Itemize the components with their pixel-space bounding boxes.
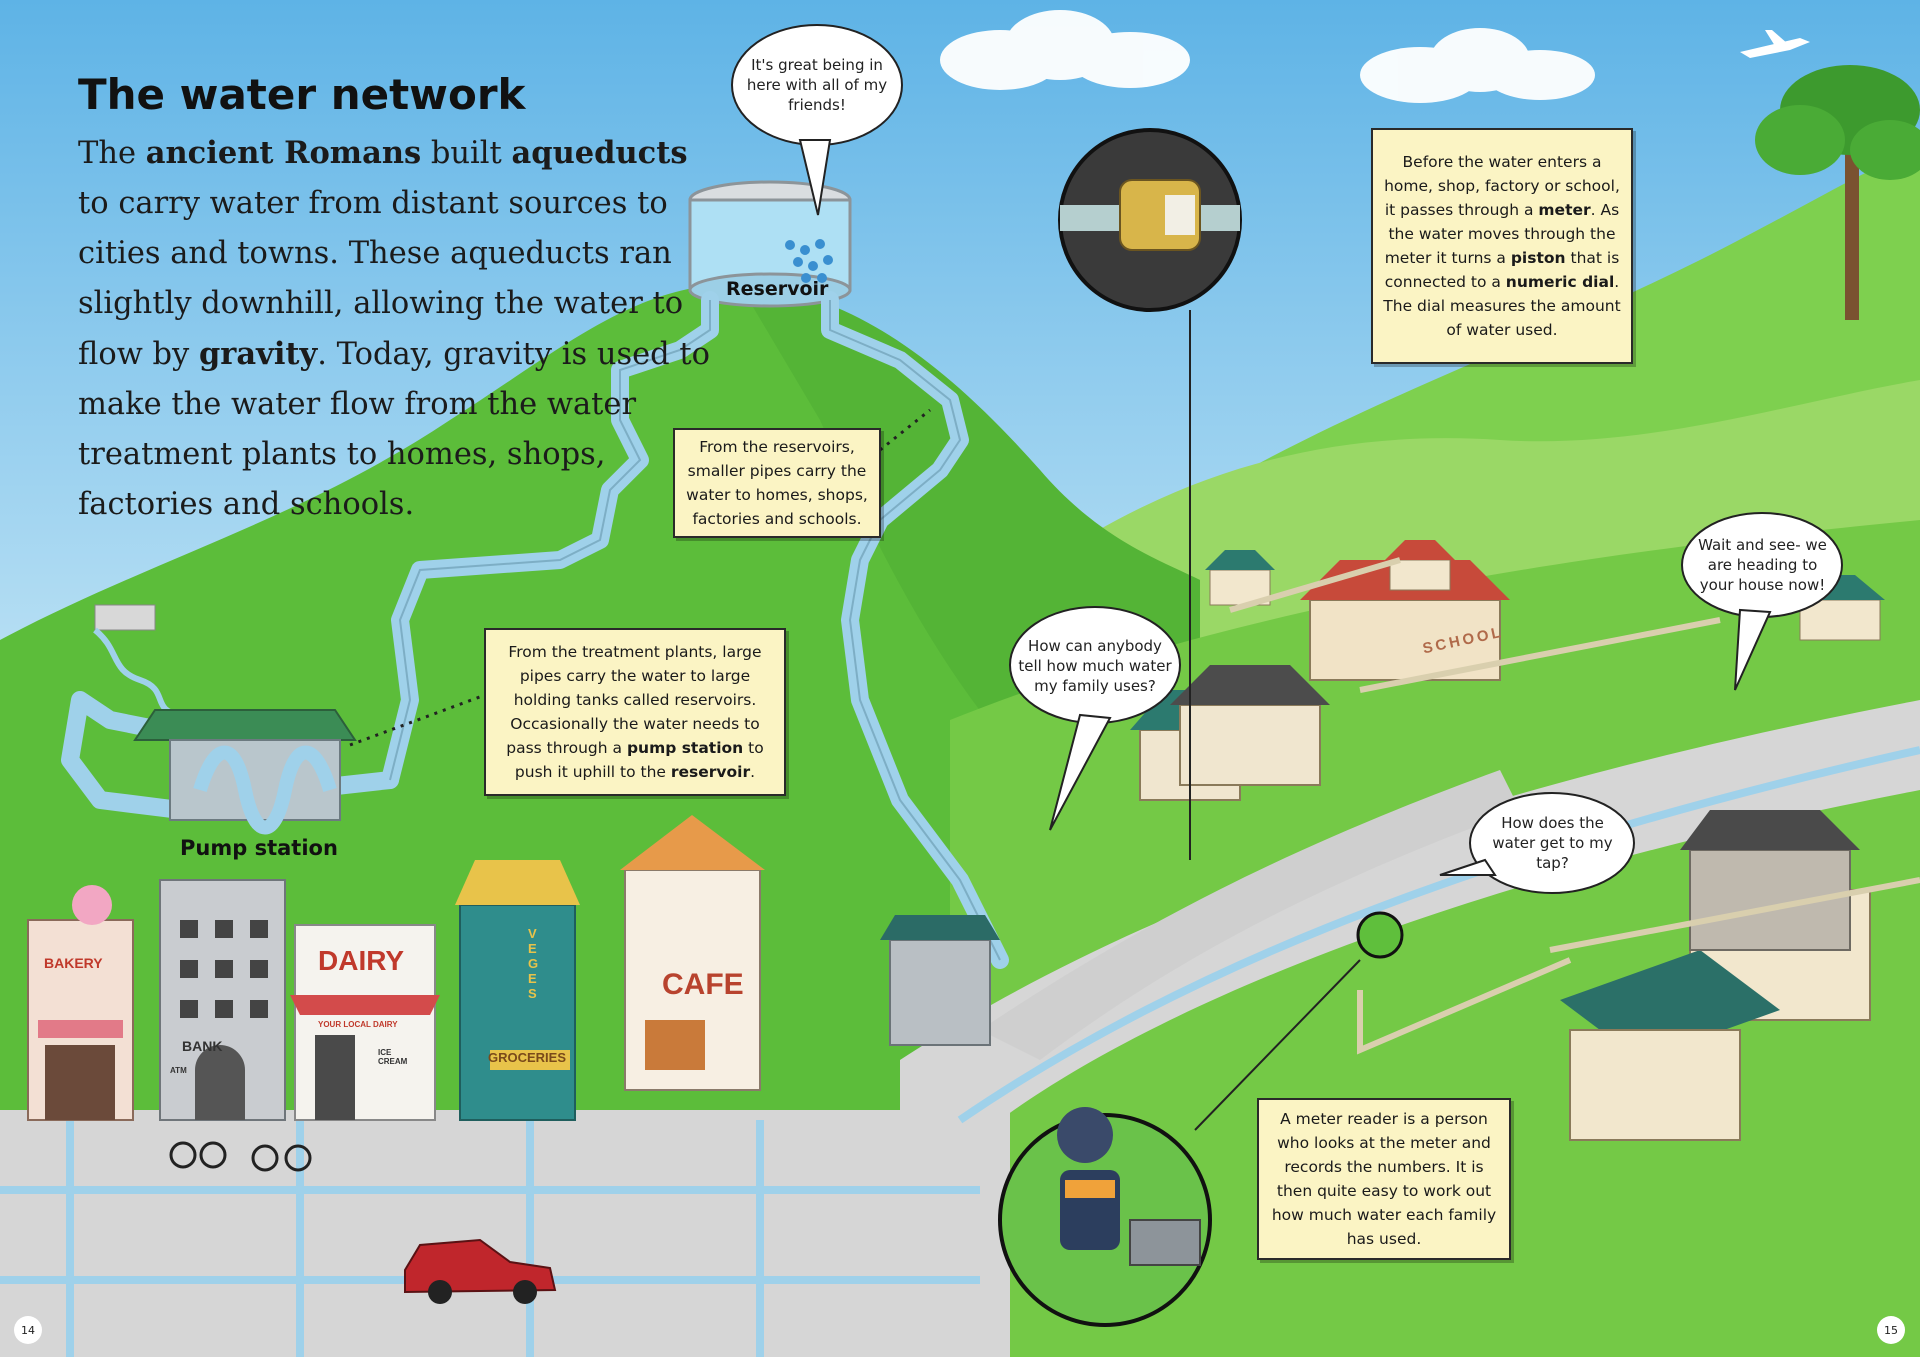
bubble-friends: It's great being in here with all of my … xyxy=(746,56,888,114)
intro-bold-gravity: gravity xyxy=(198,336,318,372)
pump-station-label: Pump station xyxy=(180,836,338,860)
sign-ice-cream: ICE CREAM xyxy=(378,1048,408,1066)
info-box-reservoirs: From the reservoirs, smaller pipes carry… xyxy=(673,428,881,538)
airplane-icon xyxy=(1740,30,1810,58)
bubble-shapes xyxy=(731,24,1843,894)
reservoir-tank xyxy=(688,180,852,308)
intro-text-4: . Today, gravity is used to make the wat… xyxy=(78,337,710,522)
meter-text-3: that is connected to a xyxy=(1384,249,1620,291)
reservoir-label: Reservoir xyxy=(726,278,829,300)
info-box-meter: Before the water enters a home, shop, fa… xyxy=(1371,128,1633,364)
meter-bold-numeric-dial: numeric dial xyxy=(1505,273,1615,291)
treatment-plant xyxy=(93,604,181,718)
sign-bank: BANK xyxy=(182,1038,223,1054)
sign-groceries: GROCERIES xyxy=(488,1050,567,1065)
tree xyxy=(1755,65,1920,320)
meter-text-4: . The dial measures the amount of water … xyxy=(1383,273,1621,339)
treatment-bold-reservoir: reservoir xyxy=(670,763,751,781)
treatment-text-2: to push it uphill to the xyxy=(514,739,764,781)
leader-lines xyxy=(349,408,931,747)
sign-dairy: DAIRY xyxy=(318,945,405,976)
treatment-text-1: From the treatment plants, large pipes c… xyxy=(506,643,762,757)
intro-paragraph: The ancient Romans built aqueducts to ca… xyxy=(78,128,718,530)
car xyxy=(404,1238,557,1304)
intro-text-1: The xyxy=(78,136,146,171)
bubble-wait-and-see: Wait and see- we are heading to your hou… xyxy=(1698,536,1827,594)
treatment-text-3: . xyxy=(750,763,756,781)
sign-bakery: BAKERY xyxy=(44,955,103,971)
intro-bold-ancient-romans: ancient Romans xyxy=(145,135,422,171)
bubble-how-does: How does the water get to my tap? xyxy=(1492,814,1613,872)
road-diag xyxy=(980,770,1520,1060)
pump-station xyxy=(133,709,357,835)
meter-text-1: Before the water enters a home, shop, fa… xyxy=(1384,153,1620,219)
meter-bold-meter: meter xyxy=(1538,201,1591,219)
cyclists xyxy=(169,1141,312,1172)
page-number-right: 15 xyxy=(1877,1316,1905,1344)
treatment-bold-pump-station: pump station xyxy=(626,739,744,757)
meter-magnifier xyxy=(1058,128,1242,860)
sign-atm: ATM xyxy=(170,1066,187,1075)
shops xyxy=(27,815,1000,1121)
info-box-meter-reader: A meter reader is a person who looks at … xyxy=(1257,1098,1511,1260)
meter-text-2: . As the water moves through the meter i… xyxy=(1384,201,1620,267)
sign-cafe: CAFE xyxy=(662,968,744,1001)
meter-bold-piston: piston xyxy=(1510,249,1566,267)
clouds xyxy=(940,10,1595,103)
intro-bold-aqueducts: aqueducts xyxy=(511,135,688,171)
intro-text-2: built xyxy=(421,136,512,171)
page-number-left: 14 xyxy=(14,1316,42,1344)
page-title: The water network xyxy=(78,70,526,119)
road-left xyxy=(0,1110,1010,1357)
intro-text-3: to carry water from distant sources to c… xyxy=(78,186,684,372)
info-box-treatment-plants: From the treatment plants, large pipes c… xyxy=(484,628,786,796)
reader-magnifier xyxy=(998,911,1404,1327)
fences xyxy=(1229,557,1920,1055)
sign-dairy-sub: YOUR LOCAL DAIRY xyxy=(318,1020,398,1029)
sign-veges: VEGES xyxy=(528,926,539,1001)
bubble-how-can-anybody: How can anybody tell how much water my f… xyxy=(1018,637,1172,695)
